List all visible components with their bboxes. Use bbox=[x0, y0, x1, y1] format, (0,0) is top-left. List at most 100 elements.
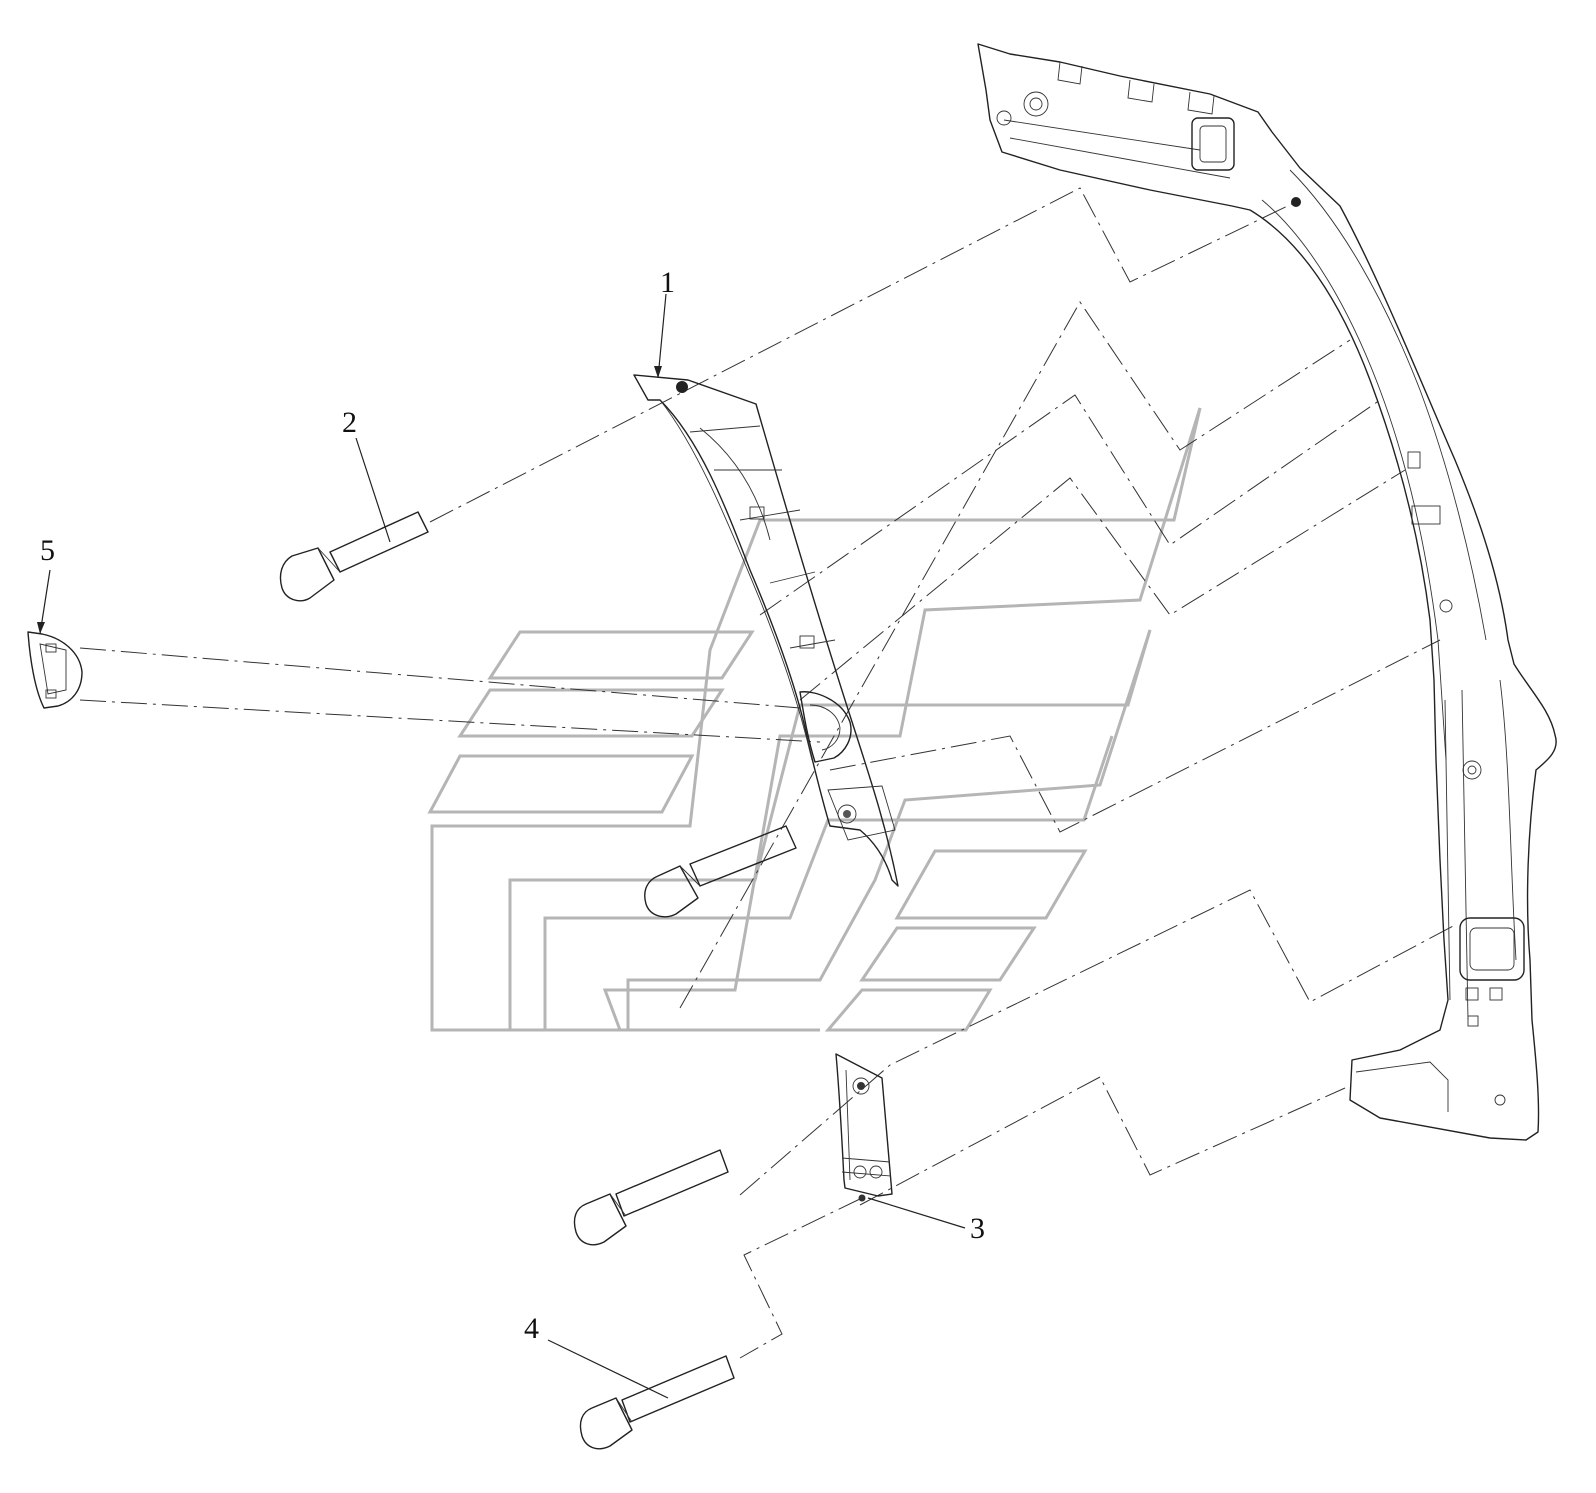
trim-lower-outline bbox=[835, 1053, 893, 1197]
frame-flange bbox=[1187, 91, 1215, 115]
center-line bbox=[79, 699, 821, 743]
watermark-stripe bbox=[894, 849, 1088, 920]
clip-shaft bbox=[329, 511, 429, 573]
clip-fastener-a bbox=[279, 511, 429, 602]
center-line bbox=[739, 889, 1456, 1196]
frame-outer-outline bbox=[977, 43, 1557, 1141]
frame-access-hole bbox=[1459, 917, 1525, 981]
trim-upper-rib bbox=[689, 425, 761, 433]
frame-hole-inner bbox=[1029, 97, 1043, 111]
pillar-trim-lower bbox=[835, 1053, 893, 1202]
clip-shaft bbox=[621, 1355, 735, 1423]
trim-upper-mount-hole bbox=[676, 381, 688, 393]
body-pillar-frame bbox=[977, 43, 1557, 1141]
trim-upper-clip-slot bbox=[799, 635, 815, 649]
tweeter-opening bbox=[799, 691, 852, 763]
clip-collar bbox=[615, 1397, 633, 1423]
tweeter-cover-outline bbox=[27, 631, 83, 709]
watermark-chevron bbox=[626, 629, 1152, 1030]
watermark-stripe bbox=[487, 630, 755, 680]
leader-arrow-1 bbox=[654, 366, 662, 378]
trim-upper-clip-slot bbox=[749, 506, 765, 520]
frame-slot bbox=[1411, 505, 1441, 525]
trim-lower-mount-hole-center bbox=[857, 1082, 865, 1090]
clip-head bbox=[573, 1193, 627, 1246]
trim-lower-hole bbox=[869, 1165, 883, 1179]
watermark-stripe bbox=[824, 988, 993, 1032]
trim-upper-screw-hole bbox=[837, 804, 857, 824]
frame-foot bbox=[1355, 1061, 1449, 1112]
callout-leaders bbox=[37, 293, 966, 1399]
center-line bbox=[829, 639, 1441, 833]
frame-clip bbox=[1467, 1015, 1479, 1027]
leader-line-3 bbox=[867, 1197, 966, 1229]
trim-lower-hole bbox=[853, 1165, 867, 1179]
callout-label-5: 5 bbox=[40, 534, 55, 567]
trim-upper-rib bbox=[769, 571, 816, 584]
leader-arrow-5 bbox=[37, 622, 45, 634]
tweeter-cover bbox=[27, 631, 83, 709]
trim-lower-mount-hole bbox=[852, 1077, 870, 1095]
frame-inner-edge bbox=[1289, 169, 1487, 641]
frame-inner-edge bbox=[1461, 689, 1469, 1021]
frame-access-hole-inner bbox=[1199, 125, 1227, 163]
frame-access-hole-inner bbox=[1469, 927, 1515, 971]
frame-clip bbox=[1465, 987, 1479, 1001]
watermark-logo bbox=[427, 407, 1202, 1032]
frame-hole bbox=[1439, 599, 1453, 613]
frame-hole bbox=[1462, 760, 1482, 780]
watermark-stripe bbox=[457, 688, 725, 738]
callout-label-4: 4 bbox=[524, 1312, 539, 1345]
trim-lower-edge bbox=[845, 1069, 851, 1181]
callout-label-3: 3 bbox=[970, 1212, 985, 1245]
center-line bbox=[799, 469, 1406, 701]
frame-inner-edge bbox=[1261, 199, 1447, 761]
trim-lower-band bbox=[841, 1157, 891, 1163]
frame-mount-point bbox=[1291, 197, 1301, 207]
watermark-chevron bbox=[602, 407, 1202, 1032]
clip-head bbox=[279, 547, 335, 602]
frame-hole bbox=[1023, 91, 1049, 117]
clip-head bbox=[644, 865, 699, 918]
callout-labels: 1 2 3 4 5 bbox=[40, 266, 985, 1345]
leader-line-1 bbox=[657, 293, 667, 379]
clip-fastener-b bbox=[644, 825, 797, 918]
frame-inner-edge bbox=[1444, 699, 1451, 1001]
frame-inner-edge bbox=[1009, 137, 1231, 179]
frame-access-hole bbox=[1191, 117, 1235, 171]
watermark-chevron bbox=[430, 407, 1202, 1032]
trim-upper-outline bbox=[633, 374, 899, 887]
assembly-center-lines bbox=[79, 187, 1456, 1359]
frame-flange bbox=[1057, 61, 1083, 85]
frame-flange bbox=[1127, 79, 1155, 103]
frame-hole-inner bbox=[1467, 765, 1477, 775]
pillar-trim-upper bbox=[633, 374, 899, 887]
center-line bbox=[429, 187, 1301, 523]
tweeter-cover-tab bbox=[45, 689, 57, 699]
trim-lower-band bbox=[841, 1171, 892, 1177]
clip-fastener-d bbox=[579, 1355, 735, 1450]
frame-clip bbox=[1489, 987, 1503, 1001]
clip-shaft bbox=[689, 825, 797, 887]
trim-upper-screw-hole-center bbox=[843, 810, 851, 818]
trim-upper-edge bbox=[659, 399, 813, 761]
leader-line-4 bbox=[547, 1339, 669, 1399]
trim-upper-foot bbox=[827, 785, 896, 841]
tweeter-cover-inner bbox=[39, 643, 67, 695]
leader-line-2 bbox=[355, 437, 391, 543]
frame-inner-edge bbox=[1003, 119, 1201, 151]
clip-collar bbox=[609, 1193, 627, 1217]
frame-inner-edge bbox=[1499, 679, 1517, 961]
center-line bbox=[679, 301, 1351, 1009]
trim-upper-edge bbox=[699, 427, 771, 541]
clip-fastener-c bbox=[573, 1149, 729, 1246]
frame-slot bbox=[1407, 451, 1421, 469]
tweeter-opening-inner bbox=[809, 704, 841, 751]
center-line bbox=[759, 394, 1381, 616]
center-line bbox=[739, 1197, 863, 1359]
watermark-chevron bbox=[543, 735, 1114, 1032]
center-line bbox=[859, 1076, 1346, 1206]
frame-hole bbox=[1494, 1094, 1506, 1106]
